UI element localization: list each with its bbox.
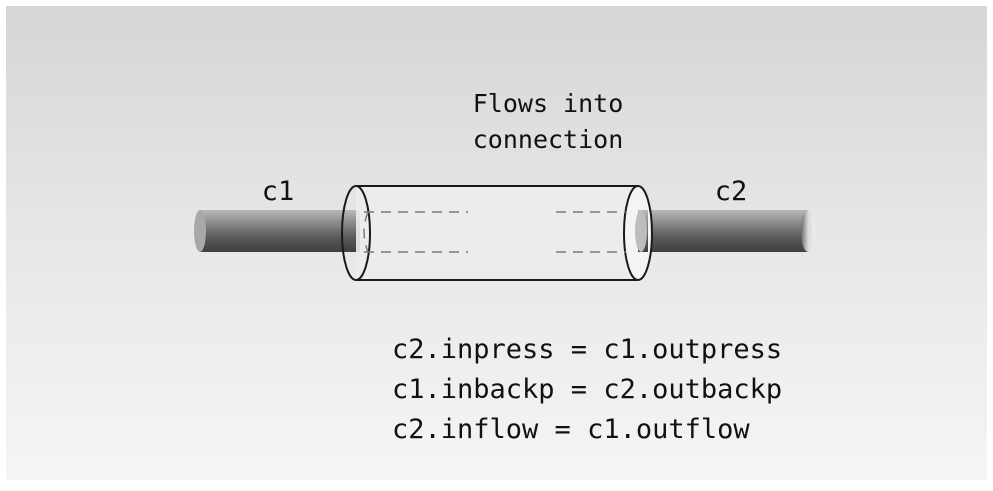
caption-line-1: Flows into [473, 89, 624, 118]
equation-backpressure: c1.inbackp = c2.outbackp [392, 374, 782, 405]
caption-line-2: connection [473, 125, 624, 154]
left-connector-label: c1 [262, 176, 295, 207]
right-connector-label: c2 [715, 176, 748, 207]
equation-flow: c2.inflow = c1.outflow [392, 414, 750, 445]
right-connector-pipe [640, 210, 815, 252]
left-connector-pipe [194, 210, 360, 252]
equation-pressure: c2.inpress = c1.outpress [392, 334, 782, 365]
inner-pipe-dashed [363, 211, 626, 253]
connection-cylinder [341, 185, 653, 281]
